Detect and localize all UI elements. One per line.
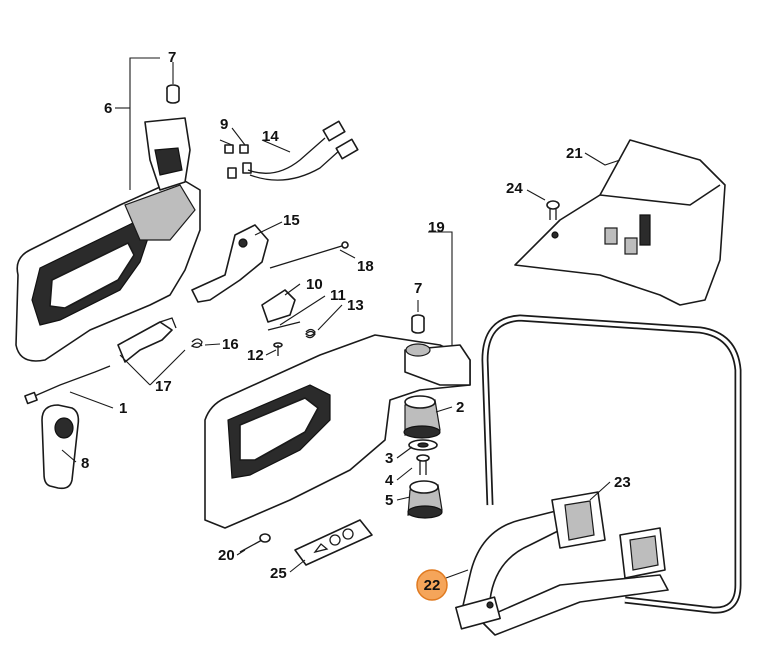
callout-2: 2 — [456, 399, 464, 416]
callout-11: 11 — [330, 287, 346, 304]
part-3-washer — [408, 439, 438, 451]
part-25-label — [294, 519, 373, 566]
callout-24: 24 — [506, 180, 523, 197]
callout-12: 12 — [247, 347, 264, 364]
callout-22: 22 — [424, 577, 441, 594]
callout-6: 6 — [104, 100, 112, 117]
part-20-screw — [239, 533, 271, 553]
callout-10: 10 — [306, 276, 323, 293]
part-9-terminals — [224, 144, 252, 179]
part-13-spring — [305, 328, 316, 339]
leader-lines — [61, 57, 621, 579]
part-11-pin — [267, 321, 301, 331]
part-2-rubber-mount — [403, 395, 441, 439]
part-12-screw — [273, 342, 283, 356]
part-4-screw — [416, 454, 430, 475]
callout-14: 14 — [262, 128, 279, 145]
callout-8: 8 — [81, 455, 89, 472]
callout-21: 21 — [566, 145, 583, 162]
part-15-trigger-lever — [191, 224, 269, 303]
part-8-strap — [41, 404, 80, 490]
part-14-wire-leads — [247, 120, 359, 181]
callout-4: 4 — [385, 472, 394, 489]
part-18-rod — [269, 241, 349, 269]
callout-5: 5 — [385, 492, 393, 509]
callout-22-highlight: 22 — [416, 569, 448, 601]
callout-16: 16 — [222, 336, 239, 353]
callout-15: 15 — [283, 212, 300, 229]
callout-9: 9 — [220, 116, 228, 133]
callout-25: 25 — [270, 565, 287, 582]
callout-17: 17 — [155, 378, 172, 395]
callout-7-lower: 7 — [414, 280, 422, 297]
callout-1: 1 — [119, 400, 127, 417]
part-7-pin-lower — [411, 314, 425, 334]
callout-labels: 7 6 9 14 15 18 10 11 13 12 16 17 1 8 19 … — [81, 49, 631, 582]
part-10-lock-lever — [261, 289, 296, 323]
part-17-wire-clip — [117, 317, 177, 363]
callout-19: 19 — [428, 219, 445, 236]
part-19-handle-housing — [204, 334, 471, 529]
part-22-loop-handle — [455, 314, 742, 636]
callout-3: 3 — [385, 450, 393, 467]
callout-18: 18 — [357, 258, 374, 275]
part-1-cable — [24, 365, 111, 405]
part-5-rubber-mount — [407, 480, 443, 519]
callout-7-upper: 7 — [168, 49, 176, 66]
part-7-pin-upper — [166, 84, 180, 104]
part-23-clamps — [551, 491, 666, 579]
callout-23: 23 — [614, 474, 631, 491]
part-6-handle-housing — [15, 117, 201, 362]
callout-20: 20 — [218, 547, 235, 564]
callout-13: 13 — [347, 297, 364, 314]
part-21-shield — [514, 139, 726, 306]
part-24-screw — [546, 200, 560, 220]
part-16-spring — [190, 338, 203, 348]
